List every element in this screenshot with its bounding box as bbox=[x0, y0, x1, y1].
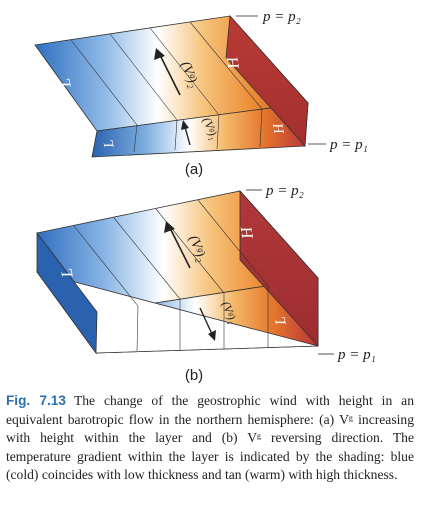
panel-a-low-label: L bbox=[56, 77, 74, 90]
panel-b-side-face bbox=[239, 189, 319, 348]
figure-number: Fig. 7.13 bbox=[6, 393, 66, 408]
panel-a-bottom-label: p = p₁ bbox=[329, 137, 368, 153]
panel-b: L H H L (Vᵍ)₂ (Vᵍ)₁ p = p₂ p = p₁ (b) bbox=[36, 183, 376, 384]
panel-b-panel-label: (b) bbox=[185, 367, 203, 384]
panel-a-high-label-front: H bbox=[271, 121, 288, 135]
panel-b-low-label-front: L bbox=[272, 315, 289, 327]
figure-diagram: L H L H (Vᵍ)₂ (Vᵍ)₁ p = p₂ p = p₁ (a) bbox=[34, 9, 376, 384]
panel-a-isotherms bbox=[70, 21, 263, 153]
panel-b-high-label-front: H bbox=[100, 321, 118, 337]
panel-b-top-label: p = p₂ bbox=[265, 183, 304, 199]
panel-b-isotherms bbox=[73, 199, 269, 352]
panel-b-bottom-label: p = p₁ bbox=[337, 347, 376, 363]
caption-text: The change of the geostrophic wind with … bbox=[6, 393, 414, 483]
panel-a-low-label-front: L bbox=[101, 138, 117, 149]
panel-b-wind-arrow-bottom: (Vᵍ)₁ bbox=[199, 299, 240, 341]
panel-b-low-label: L bbox=[58, 267, 76, 280]
panel-a-high-label: H bbox=[224, 54, 243, 71]
panel-a-side-face bbox=[225, 15, 309, 147]
panel-b-left-face bbox=[36, 231, 98, 355]
panel-b-high-label: H bbox=[238, 224, 257, 241]
panel-a-top-label: p = p₂ bbox=[262, 9, 301, 25]
panel-a: L H L H (Vᵍ)₂ (Vᵍ)₁ p = p₂ p = p₁ (a) bbox=[34, 9, 368, 178]
panel-a-panel-label: (a) bbox=[185, 161, 203, 178]
